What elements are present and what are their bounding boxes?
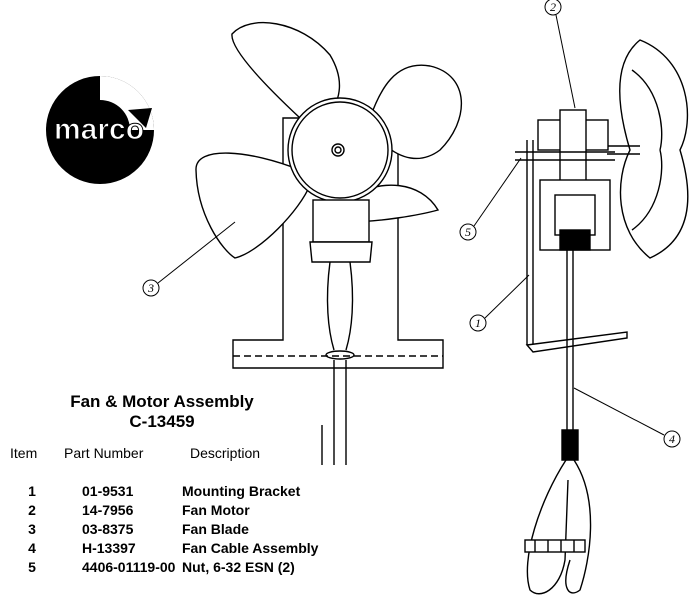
table-row: 3 03-8375 Fan Blade xyxy=(0,521,340,540)
row-item: 5 xyxy=(28,559,36,575)
assembly-title: Fan & Motor Assembly C-13459 xyxy=(62,392,262,432)
header-item: Item xyxy=(10,445,38,461)
callout-4: 4 xyxy=(669,432,675,446)
title-number: C-13459 xyxy=(129,412,195,431)
row-part-number: 01-9531 xyxy=(82,483,134,499)
row-part-number: 03-8375 xyxy=(82,521,134,537)
table-row: 4 H-13397 Fan Cable Assembly xyxy=(0,540,340,559)
callout-5: 5 xyxy=(465,225,471,239)
fan-front-view xyxy=(195,22,462,465)
marco-logo: marco xyxy=(46,76,154,184)
callout-2: 2 xyxy=(550,0,556,14)
logo-text: marco xyxy=(54,113,144,146)
row-part-number: 14-7956 xyxy=(82,502,134,518)
row-item: 4 xyxy=(28,540,36,556)
row-description: Nut, 6-32 ESN (2) xyxy=(182,559,295,575)
header-part-number: Part Number xyxy=(64,445,144,461)
callout-3: 3 xyxy=(147,281,154,295)
row-description: Fan Cable Assembly xyxy=(182,540,319,556)
row-part-number: H-13397 xyxy=(82,540,136,556)
callouts xyxy=(142,0,681,448)
row-description: Mounting Bracket xyxy=(182,483,301,499)
table-row: 1 01-9531 Mounting Bracket xyxy=(0,483,340,502)
row-item: 1 xyxy=(28,483,36,499)
callout-1: 1 xyxy=(475,316,481,330)
fan-side-view xyxy=(515,39,689,595)
row-part-number: 4406-01119-00 xyxy=(82,559,176,575)
header-description: Description xyxy=(190,445,261,461)
row-description: Fan Motor xyxy=(182,502,250,518)
title-name: Fan & Motor Assembly xyxy=(70,392,254,411)
row-item: 3 xyxy=(28,521,36,537)
row-description: Fan Blade xyxy=(182,521,249,537)
table-row: 2 14-7956 Fan Motor xyxy=(0,502,340,521)
table-row: 5 4406-01119-00 Nut, 6-32 ESN (2) xyxy=(0,559,340,578)
row-item: 2 xyxy=(28,502,36,518)
